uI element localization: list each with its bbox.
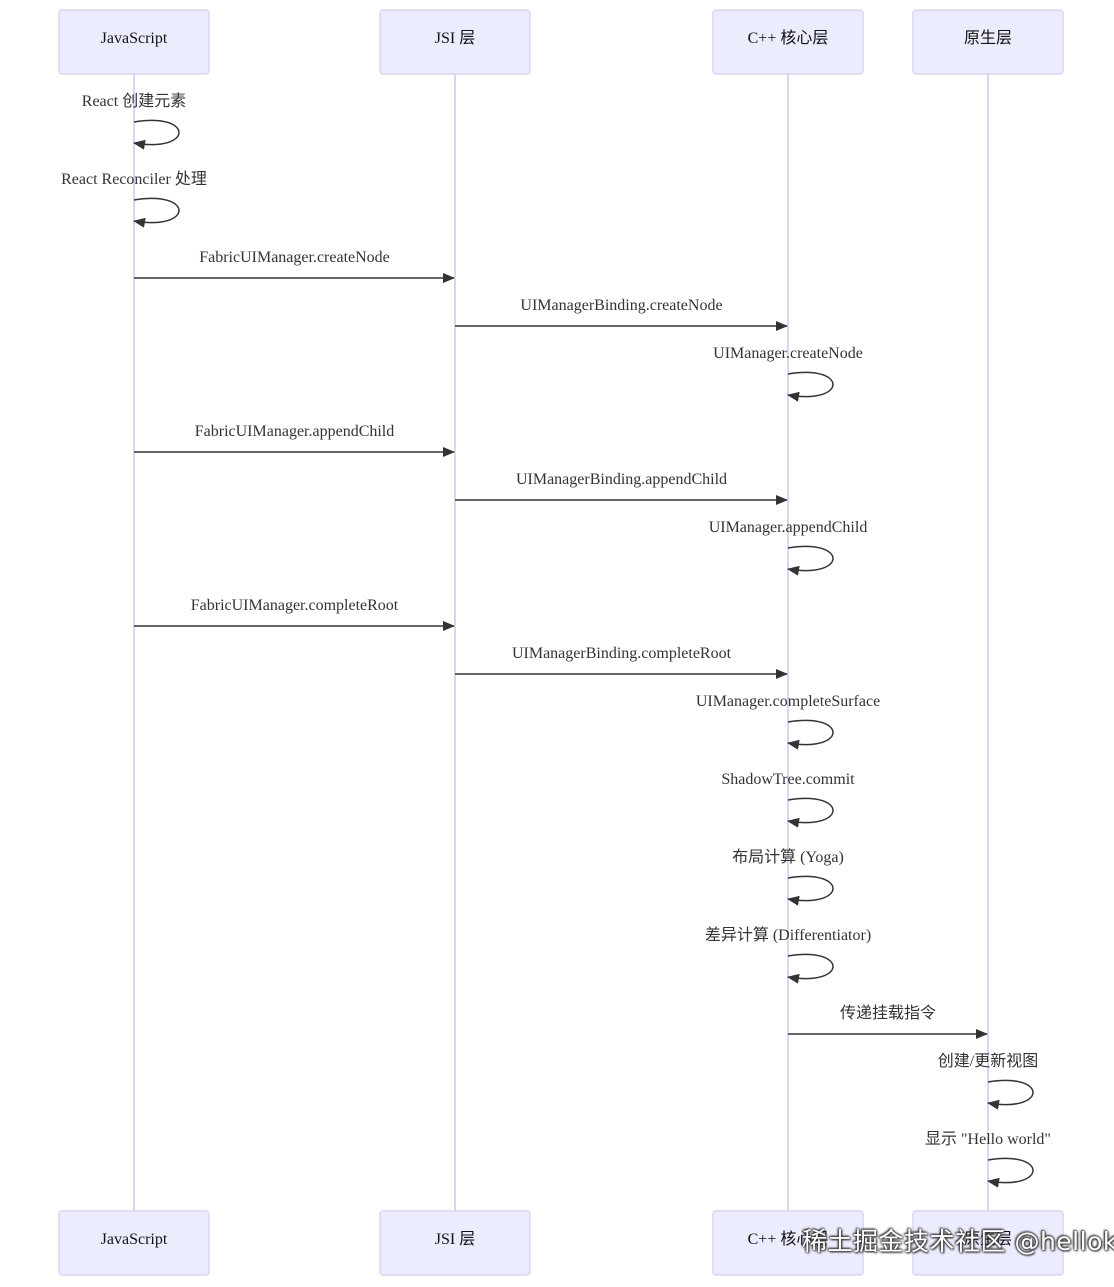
message-17: 显示 "Hello world" (925, 1131, 1051, 1188)
actor-cpp-bottom: C++ 核心层 (712, 1210, 864, 1276)
message-label: UIManagerBinding.createNode (520, 297, 722, 314)
actor-label: C++ 核心层 (748, 29, 829, 47)
message-6: FabricUIManager.appendChild (134, 423, 455, 457)
message-14: 差异计算 (Differentiator) (705, 925, 871, 984)
self-message-arrow (787, 371, 834, 402)
message-9: FabricUIManager.completeRoot (134, 597, 455, 631)
message-label: 显示 "Hello world" (925, 1131, 1051, 1148)
actor-box (712, 9, 864, 75)
actor-jsi-top: JSI 层 (379, 9, 531, 75)
actor-cpp-top: C++ 核心层 (712, 9, 864, 75)
message-16: 创建/更新视图 (938, 1052, 1038, 1110)
self-message-arrow (787, 953, 834, 984)
self-message-arrow (787, 545, 834, 576)
actor-box (912, 1210, 1064, 1276)
message-label: FabricUIManager.completeRoot (191, 597, 399, 614)
self-message-arrow (787, 875, 834, 906)
actor-box (712, 1210, 864, 1276)
actor-label: C++ 核心层 (748, 1230, 829, 1248)
message-label: UIManagerBinding.appendChild (516, 471, 727, 488)
actor-native-top: 原生层 (912, 9, 1064, 75)
actor-box (58, 1210, 210, 1276)
self-message-arrow (133, 197, 180, 228)
message-label: UIManager.completeSurface (696, 693, 880, 710)
message-label: 布局计算 (Yoga) (732, 847, 844, 866)
message-4: UIManagerBinding.createNode (455, 297, 788, 331)
message-12: ShadowTree.commit (721, 771, 855, 828)
message-label: FabricUIManager.appendChild (195, 423, 395, 440)
message-11: UIManager.completeSurface (696, 693, 880, 750)
message-label: React Reconciler 处理 (61, 170, 207, 188)
message-label: 传递挂载指令 (840, 1004, 936, 1022)
actor-label: JavaScript (101, 30, 168, 47)
self-message-arrow (987, 1079, 1034, 1110)
message-label: 创建/更新视图 (938, 1052, 1038, 1070)
message-8: UIManager.appendChild (709, 519, 868, 576)
message-label: 差异计算 (Differentiator) (705, 925, 871, 944)
actor-label: JSI 层 (435, 1231, 475, 1248)
actor-box (58, 9, 210, 75)
self-message-arrow (987, 1157, 1034, 1188)
message-5: UIManager.createNode (713, 345, 863, 402)
watermark: 稀土掘金技术社区 @hellokai (802, 1227, 1114, 1256)
actor-js-top: JavaScript (58, 9, 210, 75)
self-message-arrow (787, 719, 834, 750)
message-7: UIManagerBinding.appendChild (455, 471, 788, 505)
message-label: FabricUIManager.createNode (199, 249, 390, 266)
actor-label: 原生层 (964, 29, 1012, 47)
actor-js-bottom: JavaScript (58, 1210, 210, 1276)
actor-label: 原生层 (964, 1230, 1012, 1248)
self-message-arrow (787, 797, 834, 828)
actor-box (379, 1210, 531, 1276)
self-message-arrow (133, 119, 180, 150)
actor-box (379, 9, 531, 75)
message-label: ShadowTree.commit (721, 771, 855, 788)
actor-box (912, 9, 1064, 75)
message-3: FabricUIManager.createNode (134, 249, 455, 283)
actor-label: JavaScript (101, 1231, 168, 1248)
message-label: UIManagerBinding.completeRoot (512, 645, 732, 662)
message-1: React 创建元素 (82, 92, 186, 150)
message-13: 布局计算 (Yoga) (732, 847, 844, 906)
message-2: React Reconciler 处理 (61, 170, 207, 228)
message-label: UIManager.createNode (713, 345, 863, 362)
actor-native-bottom: 原生层 (912, 1210, 1064, 1276)
message-15: 传递挂载指令 (788, 1004, 988, 1039)
message-label: React 创建元素 (82, 92, 186, 110)
actor-jsi-bottom: JSI 层 (379, 1210, 531, 1276)
actor-label: JSI 层 (435, 30, 475, 47)
message-label: UIManager.appendChild (709, 519, 868, 536)
message-10: UIManagerBinding.completeRoot (455, 645, 788, 679)
